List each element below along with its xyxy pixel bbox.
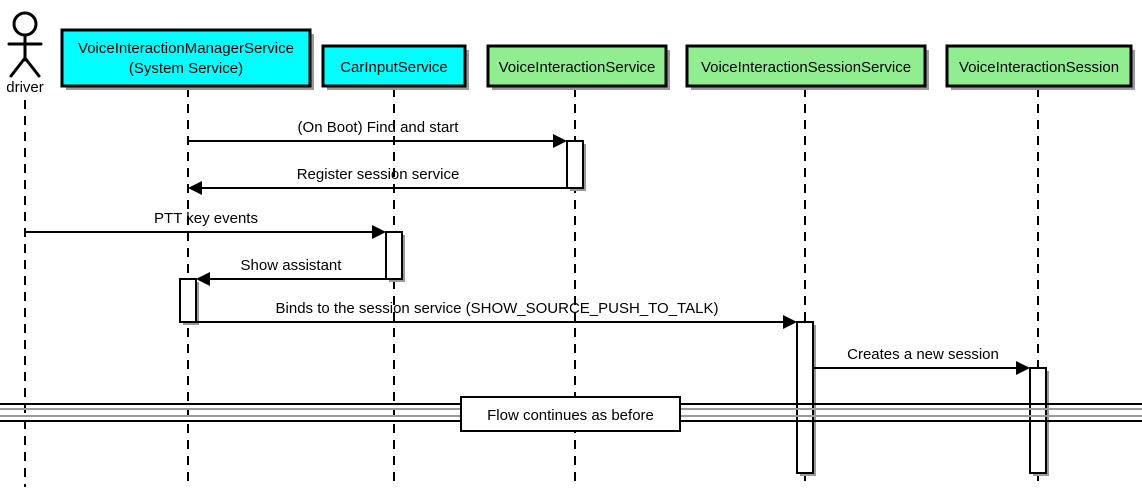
participant-label-line2: (System Service) (129, 60, 243, 77)
participant-box[interactable] (685, 44, 927, 88)
actor-head-icon (12, 11, 38, 37)
activation-vims (179, 278, 199, 325)
participant-box[interactable] (60, 28, 312, 88)
message-arrowhead-icon (196, 272, 210, 286)
participant-box[interactable] (945, 44, 1133, 88)
message-arrowhead-icon (1016, 361, 1030, 375)
activation-cis (385, 231, 405, 282)
flow-note-box (460, 396, 681, 432)
actor-leg-left-icon (9, 56, 27, 78)
actor-leg-right-icon (23, 56, 41, 78)
flow-note-label: Flow continues as before (487, 407, 654, 424)
participant-label: VoiceInteractionService (499, 59, 656, 76)
participant-cis[interactable]: CarInputService (321, 44, 469, 90)
participant-label: VoiceInteractionSession (959, 59, 1119, 76)
participants-group: VoiceInteractionManagerService (System Se… (60, 28, 1135, 90)
participant-viss[interactable]: VoiceInteractionSessionService (685, 44, 929, 90)
participant-vims[interactable]: VoiceInteractionManagerService (System Se… (60, 28, 314, 90)
message-label: Show assistant (241, 257, 343, 274)
message-label: PTT key events (154, 210, 258, 227)
message-label: Creates a new session (847, 346, 999, 363)
message-m1: (On Boot) Find and start (188, 119, 567, 148)
message-arrowhead-icon (783, 315, 797, 329)
message-label: (On Boot) Find and start (298, 119, 460, 136)
message-label: Binds to the session service (SHOW_SOURC… (276, 300, 719, 317)
activation-bar (566, 140, 584, 189)
participant-vis[interactable]: VoiceInteractionService (486, 44, 670, 90)
participant-box[interactable] (321, 44, 467, 88)
message-arrowhead-icon (372, 225, 386, 239)
message-arrowhead-icon (553, 134, 567, 148)
message-arrowhead-icon (188, 181, 202, 195)
message-m6: Creates a new session (814, 346, 1030, 375)
message-m3: PTT key events (25, 210, 386, 239)
actor-driver: driver (6, 11, 44, 96)
participant-label: VoiceInteractionSessionService (701, 59, 911, 76)
activation-vis (566, 140, 586, 191)
actor-label: driver (6, 79, 44, 96)
message-m5: Binds to the session service (SHOW_SOURC… (188, 300, 797, 329)
flow-divider-group: Flow continues as before (0, 396, 1142, 432)
activation-bar (796, 321, 814, 474)
participant-label: CarInputService (340, 59, 448, 76)
participant-box[interactable] (486, 44, 668, 88)
message-m4: Show assistant (196, 257, 386, 286)
activation-bar (385, 231, 403, 280)
message-m2: Register session service (188, 166, 567, 195)
message-label: Register session service (297, 166, 460, 183)
activation-bar (179, 278, 197, 323)
participant-vsess[interactable]: VoiceInteractionSession (945, 44, 1135, 90)
activations-group (179, 140, 1049, 476)
activation-viss (796, 321, 816, 476)
participant-label-line1: VoiceInteractionManagerService (78, 40, 294, 57)
